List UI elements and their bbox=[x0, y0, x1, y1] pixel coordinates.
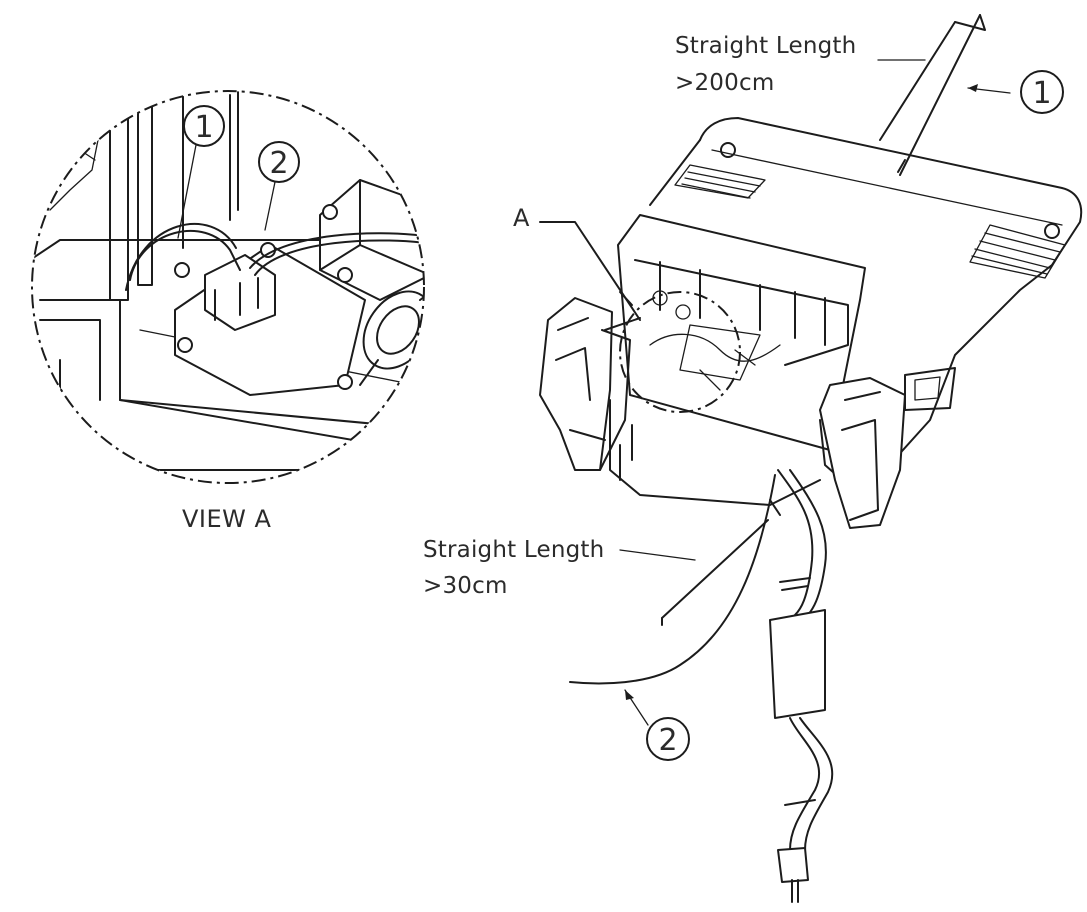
detail-view-a: 1 2 bbox=[31, 90, 425, 484]
view-a-caption: VIEW A bbox=[182, 505, 272, 533]
top-length-value: >200cm bbox=[675, 70, 775, 96]
detail-callout-1: 1 bbox=[194, 110, 213, 145]
vent-top bbox=[674, 164, 766, 199]
main-callout-1: 1 bbox=[1032, 76, 1051, 111]
vent-right bbox=[969, 224, 1066, 279]
detail-callout-2: 2 bbox=[269, 146, 288, 181]
detail-letter-a: A bbox=[513, 204, 530, 232]
top-length-title: Straight Length bbox=[675, 33, 857, 59]
bottom-length-value: >30cm bbox=[423, 573, 508, 599]
cable-1 bbox=[877, 14, 1011, 176]
cable-2 bbox=[569, 474, 781, 726]
power-cord bbox=[769, 469, 834, 903]
main-unit bbox=[539, 117, 1083, 529]
main-callout-2: 2 bbox=[658, 723, 677, 758]
bottom-length-title: Straight Length bbox=[423, 537, 605, 563]
